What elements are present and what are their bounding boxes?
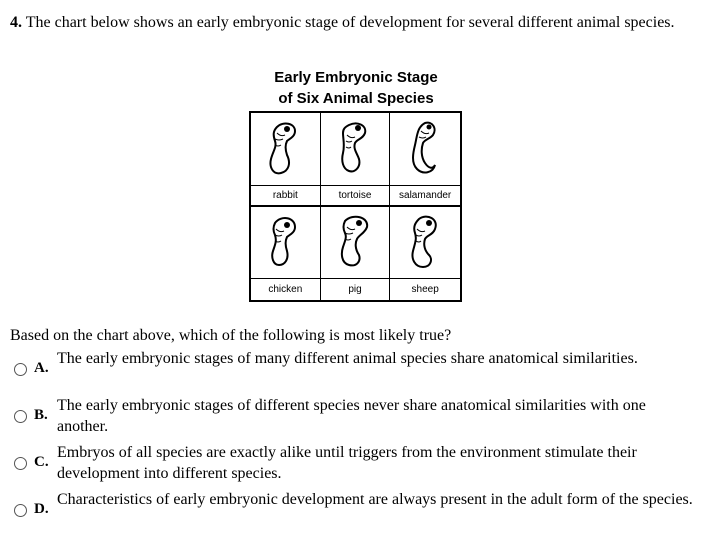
option-text: Characteristics of early embryonic devel… (57, 491, 693, 508)
option-letter: A. (34, 360, 49, 376)
question-stem: 4. The chart below shows an early embryo… (10, 12, 700, 33)
option-text: The early embryonic stages of different … (57, 397, 646, 435)
embryo-icon (412, 121, 437, 174)
embryo-icon (341, 122, 367, 173)
question-prompt: Based on the chart above, which of the f… (10, 327, 452, 344)
chart-title: Early Embryonic Stage of Six Animal Spec… (250, 67, 462, 109)
embryo-icon (411, 215, 437, 268)
option-a[interactable]: A. The early embryonic stages of many di… (14, 348, 694, 392)
embryo-image-chicken (251, 207, 321, 278)
embryo-icon (340, 215, 368, 266)
question-number: 4. (10, 14, 22, 31)
question-text: The chart below shows an early embryonic… (25, 14, 675, 31)
option-text: The early embryonic stages of many diffe… (57, 350, 638, 367)
option-letter: D. (34, 501, 49, 517)
embryo-icon (271, 216, 297, 266)
embryo-image-sheep (390, 207, 460, 278)
radio-button-a[interactable] (14, 363, 27, 376)
embryo-icon (269, 122, 297, 175)
radio-button-d[interactable] (14, 504, 27, 517)
radio-button-c[interactable] (14, 457, 27, 470)
chart-title-line-2: of Six Animal Species (278, 90, 434, 107)
radio-button-b[interactable] (14, 410, 27, 423)
embryo-image-tortoise (321, 113, 391, 185)
option-b[interactable]: B. The early embryonic stages of differe… (14, 395, 694, 439)
chart-title-line-1: Early Embryonic Stage (274, 69, 438, 86)
embryo-chart: rabbit tortoise salamander chicken pig s… (249, 111, 462, 302)
option-letter: C. (34, 454, 49, 470)
label-tortoise: tortoise (320, 185, 391, 207)
embryo-image-pig (321, 207, 391, 278)
embryo-image-salamander (390, 113, 460, 185)
option-d[interactable]: D. Characteristics of early embryonic de… (14, 489, 694, 533)
label-rabbit: rabbit (251, 185, 321, 207)
option-text: Embryos of all species are exactly alike… (57, 444, 637, 482)
option-letter: B. (34, 407, 48, 423)
label-sheep: sheep (390, 278, 460, 300)
option-c[interactable]: C. Embryos of all species are exactly al… (14, 442, 694, 486)
embryo-image-rabbit (251, 113, 321, 185)
label-pig: pig (320, 278, 391, 300)
label-salamander: salamander (390, 185, 460, 207)
label-chicken: chicken (251, 278, 321, 300)
